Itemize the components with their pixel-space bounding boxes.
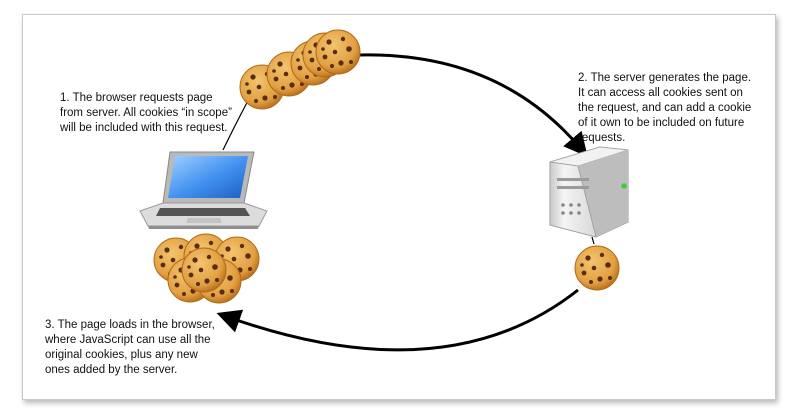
arrow-response-to-browser: [216, 288, 579, 352]
laptop-icon: [139, 151, 268, 229]
browser-cookie-pile: [153, 233, 260, 304]
step-2-description: 2. The server generates the page. It can…: [578, 72, 752, 144]
step-1-description: 1. The browser requests page from server…: [60, 92, 232, 134]
cookie-icon: [315, 29, 361, 75]
step-3-description: 3. The page loads in the browser, where …: [45, 319, 215, 376]
line-server-to-cookie: [591, 236, 595, 245]
server-new-cookie-icon: [574, 245, 620, 291]
diagram-frame: [22, 14, 776, 400]
cookie-icon: [181, 247, 227, 293]
server-tower-icon: [549, 146, 629, 238]
arrow-request-to-server: [359, 53, 588, 157]
